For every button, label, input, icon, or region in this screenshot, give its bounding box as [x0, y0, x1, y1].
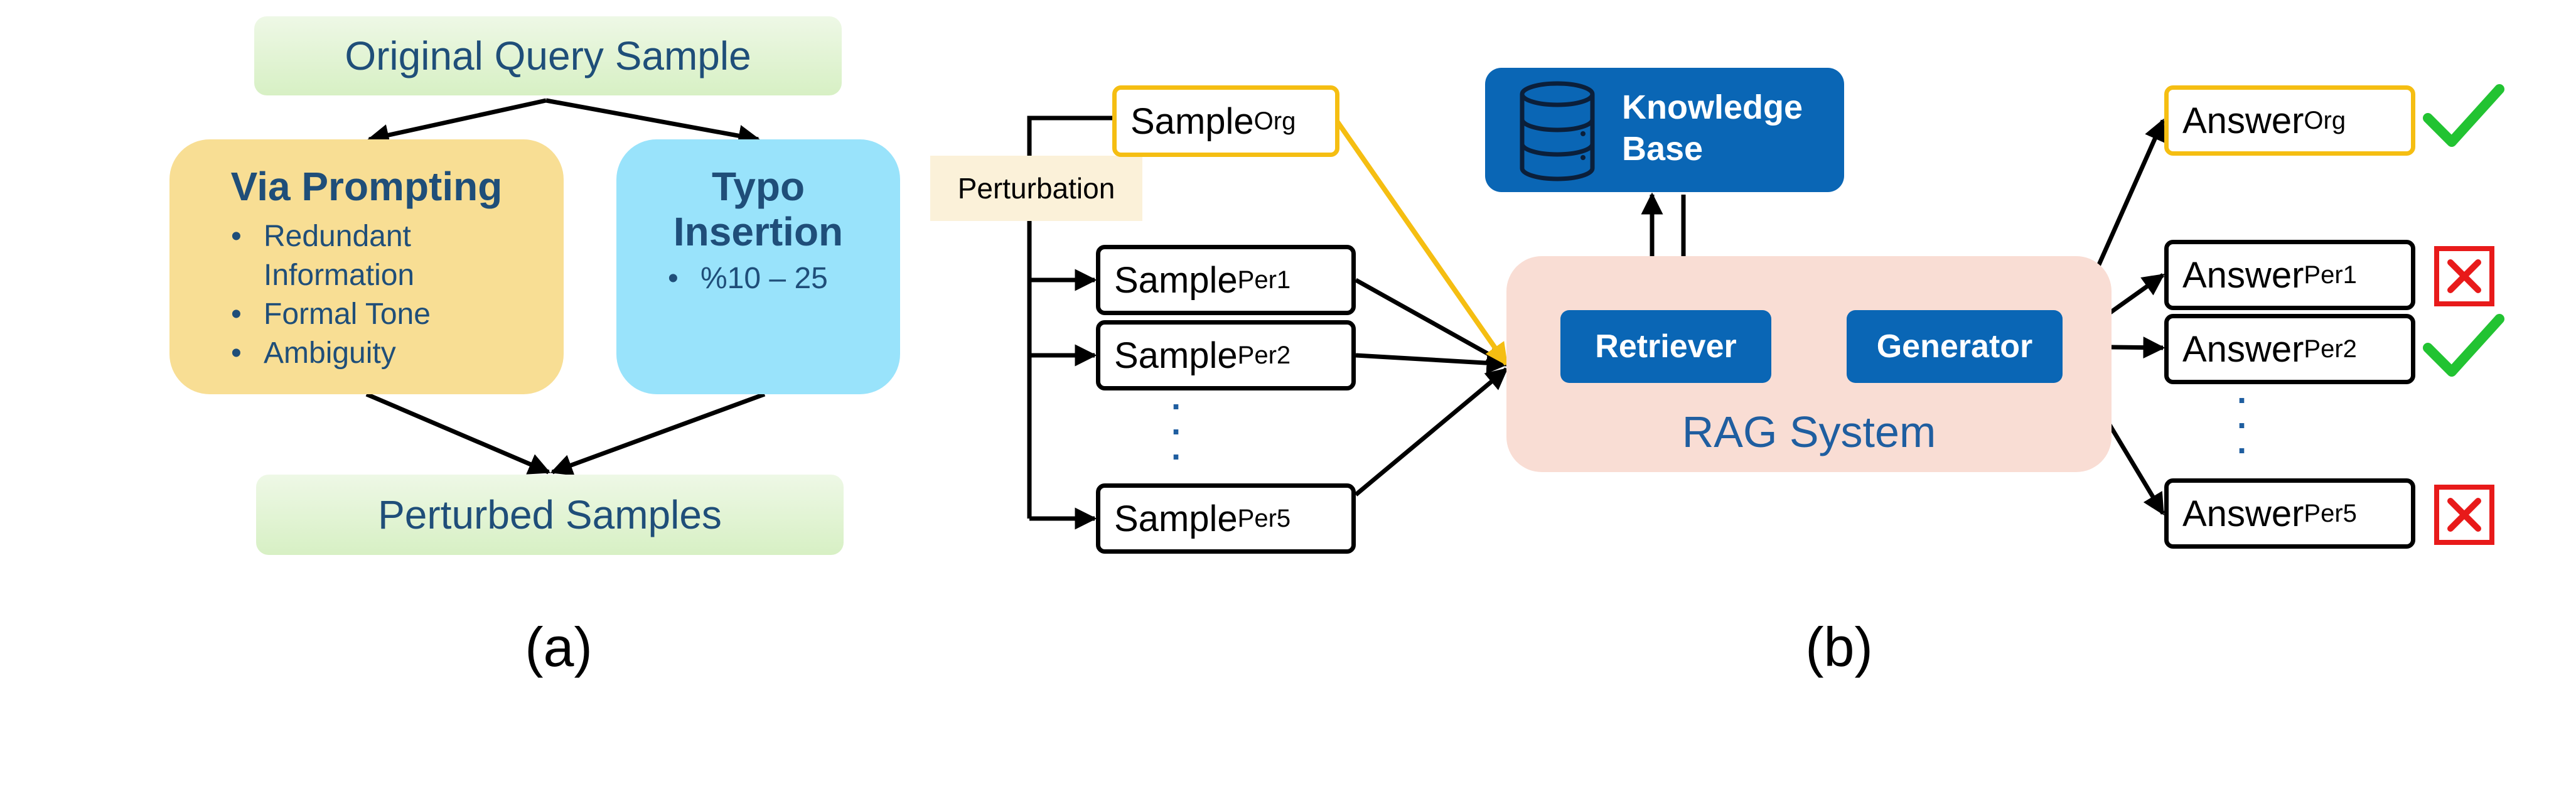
- generator-box: Generator: [1847, 310, 2063, 383]
- caption-b: (b): [1805, 616, 1873, 678]
- typo-insertion-title: Typo Insertion: [673, 164, 844, 254]
- database-icon: [1520, 81, 1595, 181]
- prompting-bullets: •Redundant Information •Formal Tone •Amb…: [223, 217, 564, 373]
- caption-a: (a): [525, 616, 593, 678]
- typo-bullets: •%10 – 25: [660, 259, 900, 298]
- cross-icon: [2434, 246, 2494, 306]
- sample-to-rag-arrows: [1354, 277, 1509, 497]
- perturbed-samples-box: Perturbed Samples: [256, 475, 844, 555]
- list-item: •%10 – 25: [668, 262, 828, 296]
- org-to-rag-arrow: [1333, 117, 1509, 366]
- cross-icon: [2434, 485, 2494, 545]
- typo-insertion-box: Typo Insertion •%10 – 25: [616, 139, 900, 394]
- via-prompting-title: Via Prompting: [230, 164, 503, 209]
- perturbation-bracket: [1027, 116, 1112, 530]
- knowledge-base-label: Knowledge Base: [1622, 89, 1803, 168]
- original-query-label: Original Query Sample: [345, 33, 751, 78]
- list-item: •Redundant Information: [231, 219, 415, 292]
- knowledge-base-box: Knowledge Base: [1485, 68, 1844, 192]
- check-icon: [2423, 314, 2504, 377]
- perturbed-samples-label: Perturbed Samples: [378, 492, 722, 537]
- list-item: •Ambiguity: [231, 336, 396, 370]
- check-icon: [2423, 84, 2504, 147]
- panel-a-arrows: [365, 98, 766, 476]
- retriever-box: Retriever: [1560, 310, 1771, 383]
- original-query-box: Original Query Sample: [254, 16, 842, 95]
- rag-system-label: RAG System: [1682, 407, 1936, 456]
- list-item: •Formal Tone: [231, 297, 431, 331]
- via-prompting-box: Via Prompting •Redundant Information •Fo…: [169, 139, 564, 394]
- perturbation-label: Perturbation: [930, 156, 1142, 221]
- answer-ellipsis: ···: [2237, 382, 2248, 470]
- sample-ellipsis: ···: [1171, 388, 1183, 476]
